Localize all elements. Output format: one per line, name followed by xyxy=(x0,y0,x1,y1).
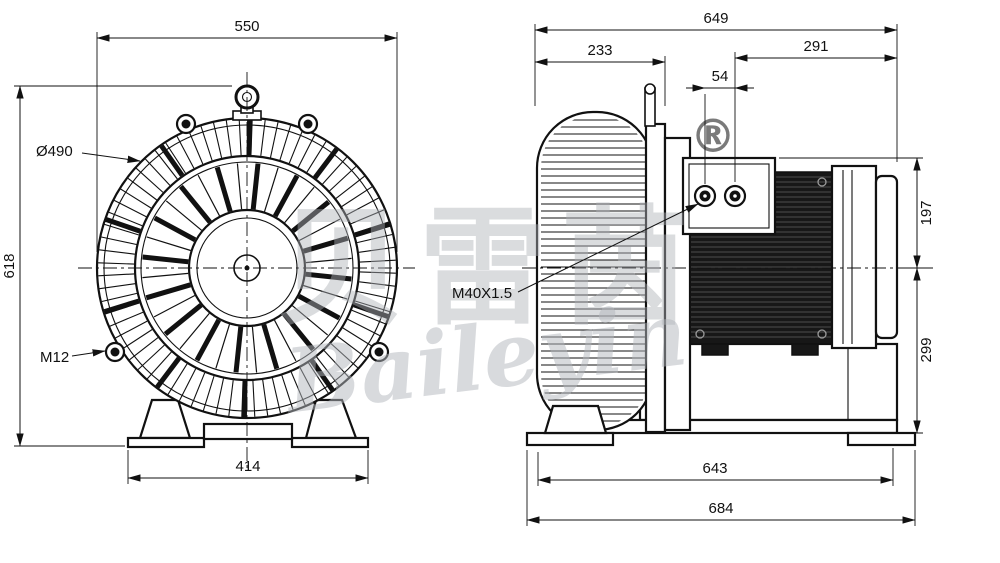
dim-upper-right-value: 197 xyxy=(918,200,935,225)
label-m12-value: M12 xyxy=(40,349,69,366)
left-foot-pad xyxy=(525,431,615,447)
right-foot-pad xyxy=(846,431,917,447)
dim-housing-depth: 233 xyxy=(534,42,666,106)
dim-side-overall-bottom: 684 xyxy=(526,450,916,526)
dim-gland-span: 54 xyxy=(686,68,754,184)
dim-base-value: 643 xyxy=(702,460,727,477)
impeller-outer-fins xyxy=(98,118,396,418)
label-m12: M12 xyxy=(40,349,106,366)
label-gland-thread: M40X1.5 xyxy=(452,203,699,302)
label-diameter-value: Ø490 xyxy=(36,143,73,160)
dim-gland-span-value: 54 xyxy=(712,68,729,85)
motor-end-cap xyxy=(874,174,899,340)
housing-ribs xyxy=(541,119,650,422)
dim-motor-length-value: 291 xyxy=(803,38,828,55)
motor-end-shield xyxy=(830,164,878,350)
top-stud-head xyxy=(644,83,656,95)
front-center-base xyxy=(202,422,294,441)
dim-housing-depth-value: 233 xyxy=(587,42,612,59)
dim-side-overall-bottom-value: 684 xyxy=(708,500,733,517)
dim-lower-right: 299 xyxy=(900,267,935,434)
motor-bolt-icon xyxy=(695,329,705,339)
dim-front-feet: 414 xyxy=(127,450,369,484)
dim-side-overall-top-value: 649 xyxy=(703,10,728,27)
label-gland-thread-leader xyxy=(517,203,699,293)
front-left-foot xyxy=(138,398,192,440)
label-gland-thread-value: M40X1.5 xyxy=(452,285,512,302)
dim-motor-length: 291 xyxy=(734,38,898,182)
watermark-cjk-text: 贝雷茵 xyxy=(277,194,703,343)
dim-side-overall-top: 649 xyxy=(534,10,898,162)
registered-trademark-icon: ® xyxy=(690,109,736,163)
motor-foot xyxy=(791,343,819,356)
mounting-bosses xyxy=(104,113,390,363)
left-foot-bracket xyxy=(543,404,608,435)
label-diameter-leader xyxy=(81,152,141,163)
front-right-foot-plate xyxy=(290,436,370,449)
motor-foot xyxy=(701,343,729,356)
front-left-foot-plate xyxy=(126,436,206,449)
motor-bolt-icon xyxy=(817,177,827,187)
dim-front-width: 550 xyxy=(96,18,398,252)
front-view xyxy=(78,72,415,468)
dim-front-height-value: 618 xyxy=(1,253,18,278)
motor-bolt-icon xyxy=(817,329,827,339)
dim-front-feet-value: 414 xyxy=(235,458,260,475)
dim-front-width-value: 550 xyxy=(234,18,259,35)
dim-base: 643 xyxy=(537,448,894,486)
dim-upper-right: 197 xyxy=(779,157,935,269)
watermark: 贝雷茵 Baileyin ® xyxy=(277,109,736,434)
side-view xyxy=(522,83,933,447)
dim-front-height: 618 xyxy=(1,85,232,447)
label-diameter: Ø490 xyxy=(36,143,141,163)
label-m12-leader xyxy=(71,349,106,357)
dim-lower-right-value: 299 xyxy=(918,337,935,362)
impeller-spokes xyxy=(142,163,352,373)
